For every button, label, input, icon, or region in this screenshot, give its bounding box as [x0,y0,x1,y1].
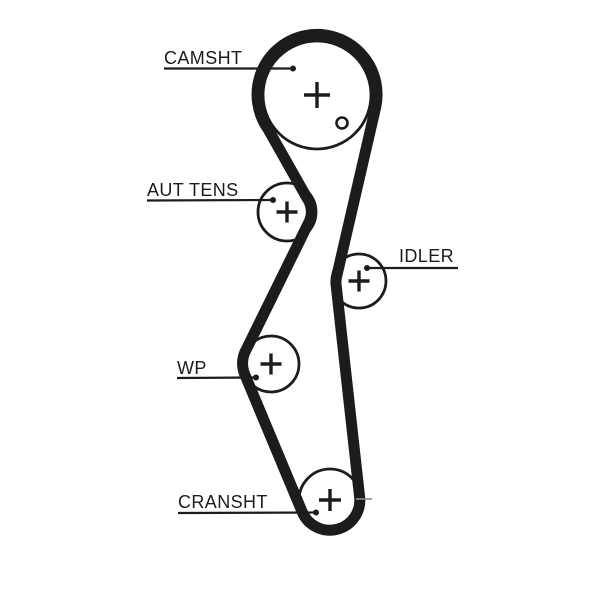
idler-leader-dot [364,265,370,271]
aut-tens-label: AUT TENS [147,180,239,200]
cransht-center-cross [319,489,341,511]
camsht-leader-dot [290,65,296,72]
camsht-timing-hole [335,116,349,130]
cransht-leader-line [177,511,317,515]
belt-layer [237,28,383,536]
wp-leader-line [176,376,257,380]
wp-label: WP [177,358,207,378]
cransht-label: CRANSHT [178,492,268,512]
aut-tens-center-cross [276,201,298,223]
camsht-label: CAMSHT [164,48,242,68]
timing-belt [237,28,383,536]
wp-center-cross [260,353,282,375]
labels-layer: CAMSHT AUT TENS IDLER WP CRANSHT [146,48,458,516]
idler-center-cross [348,270,370,292]
idler-label: IDLER [399,246,454,266]
cransht-leader-dot [313,509,319,516]
aut-tens-leader-line [146,198,274,202]
wp-leader-dot [253,374,259,381]
camsht-center-cross [304,82,330,108]
aut-tens-leader-dot [270,197,276,203]
